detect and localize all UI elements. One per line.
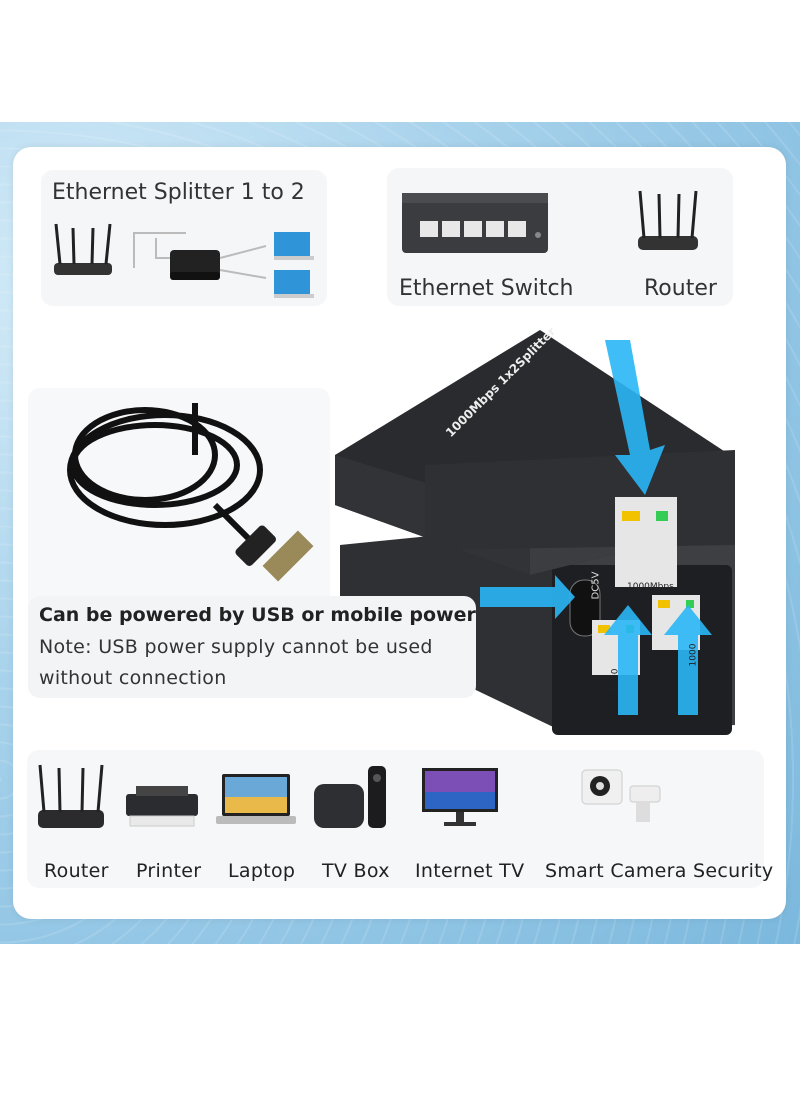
device-label-printer: Printer	[136, 860, 202, 882]
output-port-label-2: 1000	[688, 643, 699, 667]
device-label-router: Router	[44, 860, 109, 882]
splitter-title: Ethernet Splitter 1 to 2	[52, 180, 305, 205]
router-icon	[54, 223, 112, 275]
splitter-device	[335, 330, 735, 735]
power-note-line1: Note: USB power supply cannot be used	[39, 636, 433, 658]
laptop-icon	[216, 774, 296, 824]
power-info-panel	[28, 596, 476, 698]
output-port-label-1: 1000	[610, 668, 621, 692]
switch-icon	[402, 193, 548, 253]
router-label: Router	[644, 276, 717, 301]
power-heading: Can be powered by USB or mobile power	[39, 604, 476, 626]
power-note-line2: without connection	[39, 667, 227, 689]
splitter-diagram	[54, 223, 314, 298]
splitter-small-icon	[170, 250, 220, 280]
device-label-tv-box: TV Box	[322, 860, 390, 882]
usb-cable-icon	[67, 403, 314, 582]
power-label: DC5V	[590, 571, 602, 600]
router-icon	[638, 190, 698, 250]
device-label-camera: Smart Camera Security	[545, 860, 774, 882]
switch-label: Ethernet Switch	[399, 276, 574, 301]
router-icon	[38, 764, 104, 828]
tv-icon	[422, 768, 498, 826]
device-label-laptop: Laptop	[228, 860, 296, 882]
camera-icon	[581, 769, 661, 822]
tv-box-icon	[314, 766, 386, 828]
input-port-label: 1000Mbps	[627, 582, 674, 592]
device-label-internet-tv: Internet TV	[415, 860, 525, 882]
printer-icon	[126, 786, 198, 827]
